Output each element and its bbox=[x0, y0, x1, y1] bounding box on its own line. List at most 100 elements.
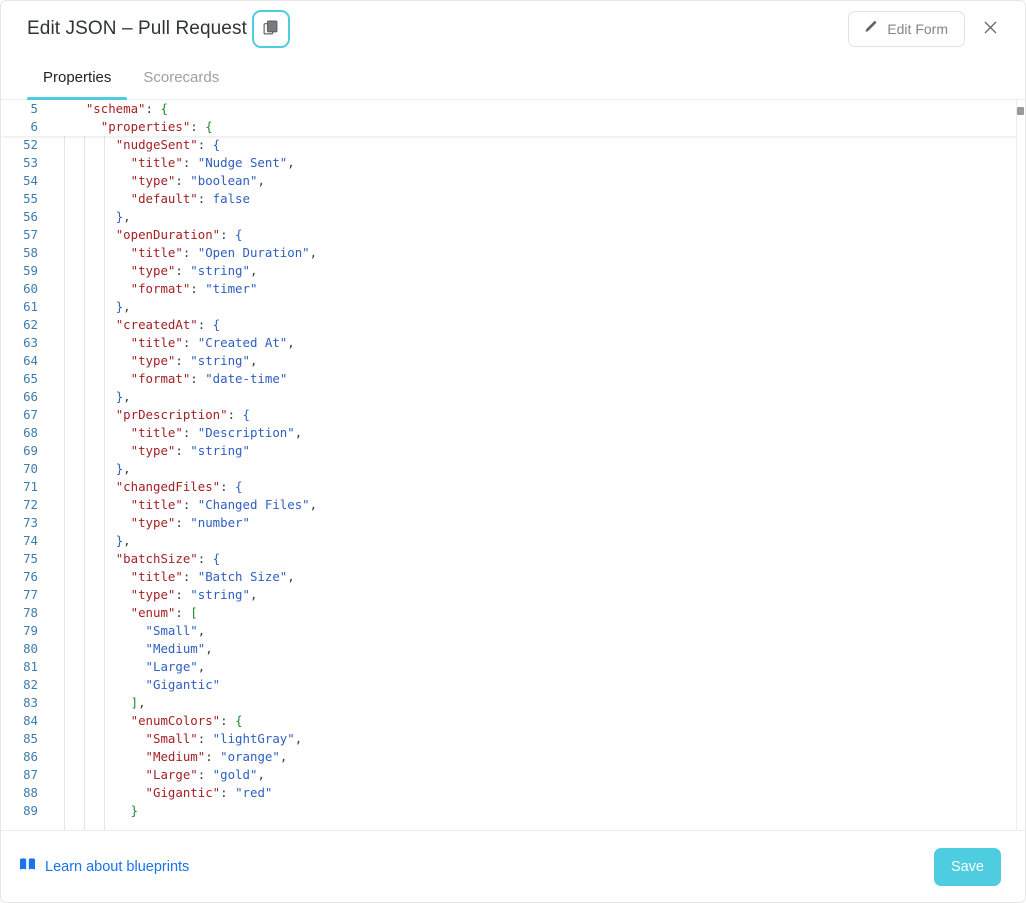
code-token: "enum" bbox=[130, 605, 176, 620]
code-line: 69 "type": "string" bbox=[1, 442, 1025, 460]
code-token: "nudgeSent" bbox=[115, 137, 198, 152]
code-line: 6 "properties": { bbox=[1, 118, 1025, 136]
title-group: Edit JSON – Pull Request bbox=[27, 9, 848, 48]
code-text: "title": "Description", bbox=[46, 424, 1025, 442]
editor-vertical-scrollbar[interactable] bbox=[1016, 100, 1025, 830]
code-line: 89 } bbox=[1, 802, 1025, 820]
edit-form-button[interactable]: Edit Form bbox=[848, 10, 965, 47]
code-token: : bbox=[182, 425, 198, 440]
code-line: 70 }, bbox=[1, 460, 1025, 478]
scrollbar-thumb[interactable] bbox=[1017, 107, 1024, 115]
code-token: "schema" bbox=[85, 101, 146, 116]
code-text: ], bbox=[46, 694, 1025, 712]
code-text: "enum": [ bbox=[46, 604, 1025, 622]
code-token: "type" bbox=[130, 515, 176, 530]
line-number: 77 bbox=[23, 587, 38, 602]
line-number: 71 bbox=[23, 479, 38, 494]
line-number: 75 bbox=[23, 551, 38, 566]
code-token: , bbox=[287, 335, 295, 350]
code-line: 60 "format": "timer" bbox=[1, 280, 1025, 298]
line-number: 62 bbox=[23, 317, 38, 332]
code-token: "Medium" bbox=[145, 641, 206, 656]
code-token: : bbox=[182, 155, 198, 170]
code-token: , bbox=[279, 749, 288, 764]
line-number: 81 bbox=[23, 659, 38, 674]
code-token: "string" bbox=[190, 587, 250, 602]
code-line: 71 "changedFiles": { bbox=[1, 478, 1025, 496]
code-text: }, bbox=[46, 388, 1025, 406]
code-token: : bbox=[190, 371, 206, 386]
code-token: : bbox=[175, 173, 191, 188]
pencil-icon bbox=[863, 20, 878, 38]
code-token: : bbox=[175, 353, 191, 368]
code-line: 61 }, bbox=[1, 298, 1025, 316]
code-token: : bbox=[175, 263, 191, 278]
line-number: 63 bbox=[23, 335, 38, 350]
code-text: "Medium": "orange", bbox=[46, 748, 1025, 766]
line-number: 67 bbox=[23, 407, 38, 422]
save-button[interactable]: Save bbox=[933, 847, 1001, 886]
book-icon bbox=[19, 857, 36, 876]
code-token: "type" bbox=[130, 353, 176, 368]
code-token: "Small" bbox=[145, 623, 198, 638]
code-token: : bbox=[175, 515, 191, 530]
code-token: , bbox=[123, 209, 131, 224]
sticky-scope-lines: 5 "schema": {6 "properties": { bbox=[1, 100, 1025, 136]
code-line: 53 "title": "Nudge Sent", bbox=[1, 154, 1025, 172]
code-line: 86 "Medium": "orange", bbox=[1, 748, 1025, 766]
tab-scorecards[interactable]: Scorecards bbox=[127, 56, 235, 99]
line-number: 58 bbox=[23, 245, 38, 260]
code-token: , bbox=[309, 245, 318, 260]
code-text: "format": "date-time" bbox=[46, 370, 1025, 388]
code-text: "title": "Created At", bbox=[46, 334, 1025, 352]
copy-json-button[interactable] bbox=[251, 9, 290, 48]
code-token: "changedFiles" bbox=[115, 479, 221, 494]
line-number: 74 bbox=[23, 533, 38, 548]
code-text: "prDescription": { bbox=[46, 406, 1025, 424]
code-line: 84 "enumColors": { bbox=[1, 712, 1025, 730]
code-line: 80 "Medium", bbox=[1, 640, 1025, 658]
code-token: : bbox=[227, 407, 243, 422]
line-number: 76 bbox=[23, 569, 38, 584]
json-code-editor[interactable]: 5 "schema": {6 "properties": { 52 "nudge… bbox=[1, 100, 1025, 830]
code-text: "format": "timer" bbox=[46, 280, 1025, 298]
learn-about-blueprints-link[interactable]: Learn about blueprints bbox=[19, 857, 189, 876]
code-text: "type": "number" bbox=[46, 514, 1025, 532]
code-token: : bbox=[182, 497, 198, 512]
code-text: "title": "Nudge Sent", bbox=[46, 154, 1025, 172]
code-line: 77 "type": "string", bbox=[1, 586, 1025, 604]
line-number: 60 bbox=[23, 281, 38, 296]
code-scroll-area[interactable]: 52 "nudgeSent": {53 "title": "Nudge Sent… bbox=[1, 136, 1025, 830]
modal-footer: Learn about blueprints Save bbox=[1, 830, 1025, 902]
line-number: 87 bbox=[23, 767, 38, 782]
line-number: 64 bbox=[23, 353, 38, 368]
code-token: : bbox=[175, 443, 191, 458]
code-text: "schema": { bbox=[46, 100, 1025, 118]
code-token: : bbox=[145, 101, 153, 116]
code-text: "Large": "gold", bbox=[46, 766, 1025, 784]
code-token: , bbox=[123, 389, 131, 404]
code-token: { bbox=[242, 407, 250, 422]
code-token: } bbox=[115, 209, 124, 224]
code-token: { bbox=[212, 137, 221, 152]
code-token: "Batch Size" bbox=[197, 569, 288, 584]
code-token: "type" bbox=[130, 263, 176, 278]
code-token: , bbox=[294, 425, 303, 440]
code-text: "batchSize": { bbox=[46, 550, 1025, 568]
code-text: "nudgeSent": { bbox=[46, 136, 1025, 154]
code-line: 67 "prDescription": { bbox=[1, 406, 1025, 424]
page-title: Edit JSON – Pull Request bbox=[27, 17, 247, 39]
code-text: }, bbox=[46, 532, 1025, 550]
code-token: "Open Duration" bbox=[197, 245, 310, 260]
line-number: 59 bbox=[23, 263, 38, 278]
line-number: 79 bbox=[23, 623, 38, 638]
tab-properties-label: Properties bbox=[43, 69, 112, 86]
tab-properties[interactable]: Properties bbox=[27, 56, 128, 100]
code-token: , bbox=[197, 623, 206, 638]
line-number: 65 bbox=[23, 371, 38, 386]
code-text: "enumColors": { bbox=[46, 712, 1025, 730]
code-line: 78 "enum": [ bbox=[1, 604, 1025, 622]
code-token: { bbox=[212, 551, 221, 566]
close-button[interactable] bbox=[977, 16, 1003, 42]
code-token: "string" bbox=[190, 353, 250, 368]
